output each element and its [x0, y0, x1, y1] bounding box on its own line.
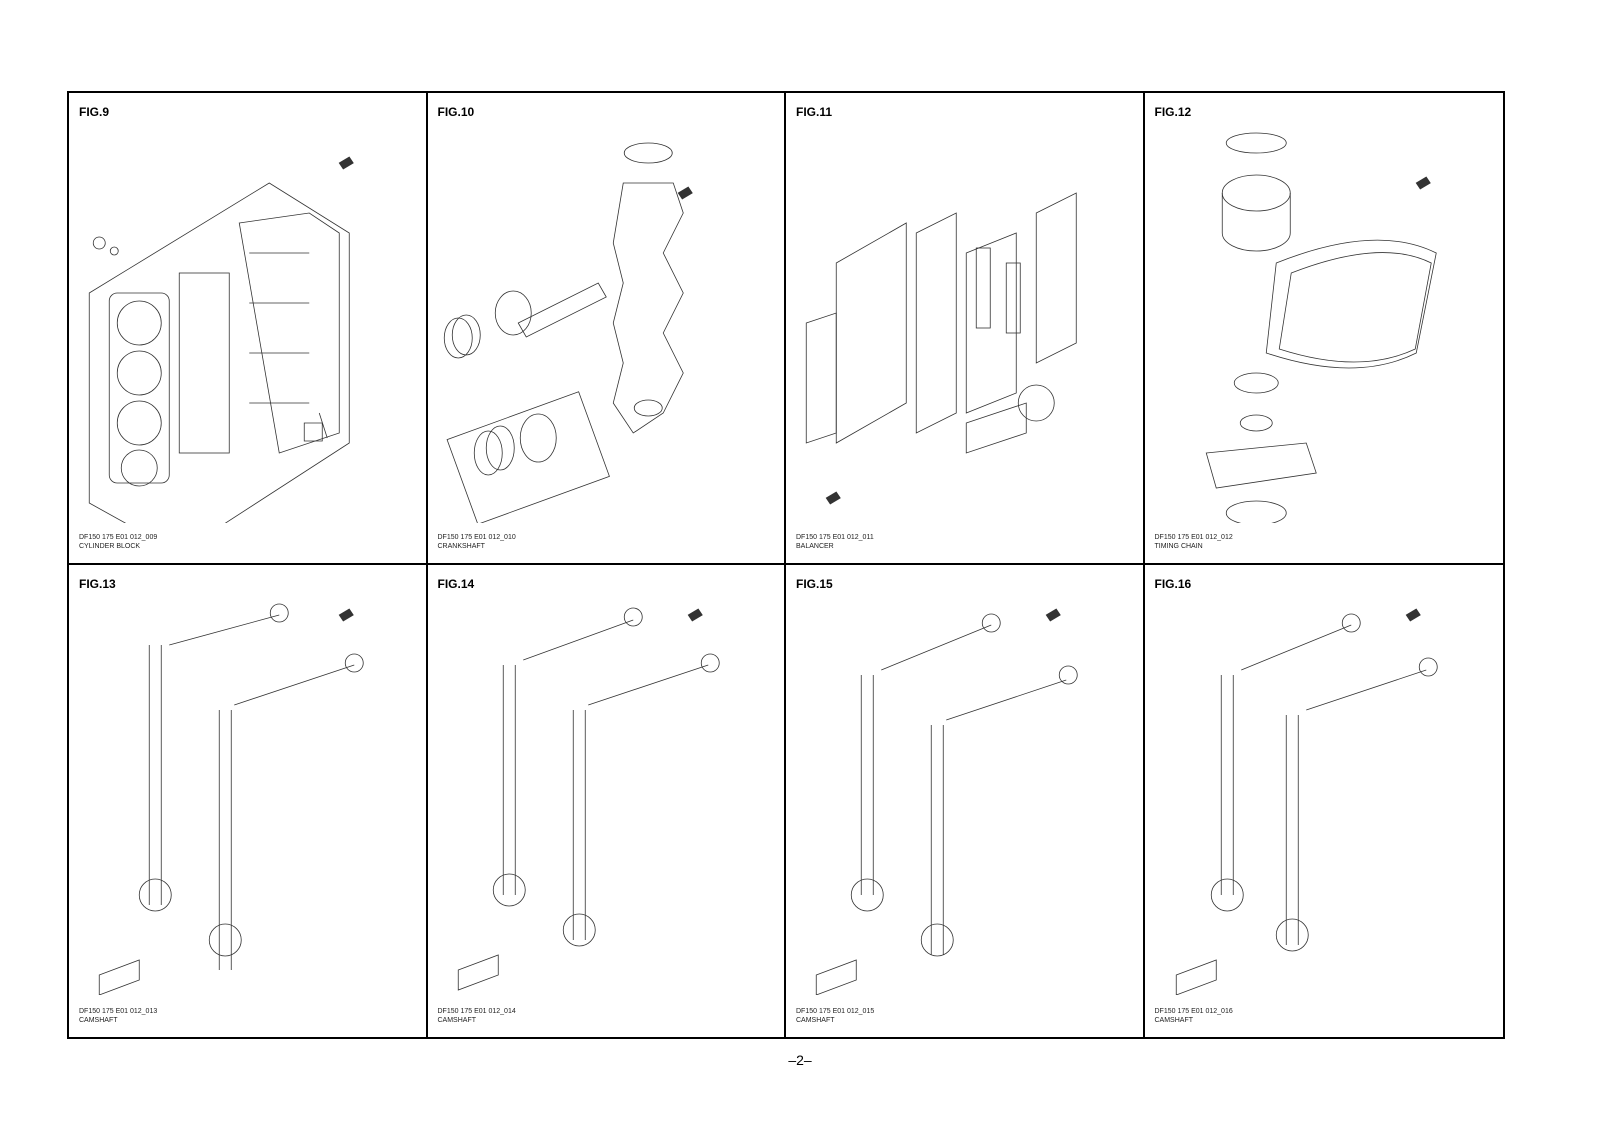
figure-panel-10: FIG.10 DF150 175 E01 012_010 CRANKSHAFT: [427, 93, 786, 565]
figure-title: CAMSHAFT: [1154, 1017, 1194, 1024]
figure-label: FIG.16: [1154, 577, 1192, 591]
figure-title: CAMSHAFT: [79, 1017, 118, 1024]
figure-panel-16: FIG.16 DF150 175 E01 012_016 CAMSHAFT: [1145, 565, 1504, 1037]
figure-panel-14: FIG.14 DF150 175 E01 012_014 CAMSHAFT: [428, 565, 786, 1037]
figure-label: FIG.12: [1154, 105, 1192, 119]
figure-code: DF150 175 E01 012_016: [1154, 1008, 1233, 1015]
figure-panel-13: FIG.13 DF150 175 E01 012_013 CAMSHAFT: [69, 565, 428, 1037]
figure-label: FIG.14: [437, 577, 475, 591]
figure-label: FIG.9: [79, 105, 110, 119]
figure-caption: DF150 175 E01 012_010 CRANKSHAFT: [438, 533, 516, 551]
figure-code: DF150 175 E01 012_011: [796, 534, 874, 541]
figure-title: CAMSHAFT: [437, 1017, 477, 1024]
figure-label: FIG.15: [796, 577, 833, 591]
cylinder-block-diagram: [69, 123, 426, 554]
figure-code: DF150 175 E01 012_013: [79, 1008, 158, 1015]
figure-code: DF150 175 E01 012_012: [1154, 534, 1233, 541]
camshaft-diagram: [1145, 595, 1504, 996]
figure-label: FIG.10: [437, 105, 475, 119]
figure-caption: DF150 175 E01 012_015 CAMSHAFT: [796, 1007, 874, 1025]
figure-caption: DF150 175 E01 012_013 CAMSHAFT: [79, 1007, 157, 1025]
camshaft-diagram: [786, 595, 1143, 996]
figure-title: CYLINDER BLOCK: [79, 543, 141, 550]
figure-caption: DF150 175 E01 012_011 BALANCER: [796, 533, 874, 551]
figure-code: DF150 175 E01 012_009: [79, 534, 158, 541]
figure-panel-11: FIG.11 DF150 175 E01 012_011 BALANCER: [786, 93, 1145, 565]
figure-panel-15: FIG.15 DF150 175 E01 012_015 CAMSHAFT: [786, 565, 1145, 1037]
balancer-diagram: [786, 123, 1143, 523]
camshaft-diagram: [69, 595, 426, 996]
figure-title: TIMING CHAIN: [1154, 543, 1203, 550]
timing-chain-diagram: [1145, 123, 1504, 526]
figure-code: DF150 175 E01 012_010: [437, 534, 516, 541]
crankshaft-diagram: [428, 123, 785, 525]
figure-caption: DF150 175 E01 012_012 TIMING CHAIN: [1155, 533, 1233, 551]
figure-title: CRANKSHAFT: [437, 543, 485, 550]
figure-caption: DF150 175 E01 012_009 CYLINDER BLOCK: [79, 533, 157, 551]
figure-caption: DF150 175 E01 012_016 CAMSHAFT: [1155, 1007, 1233, 1025]
figure-title: BALANCER: [796, 543, 834, 550]
figure-code: DF150 175 E01 012_014: [437, 1008, 516, 1015]
figure-grid: FIG.9 DF150 175 E01 012_009 CYLINDER BLO…: [67, 91, 1505, 1039]
camshaft-diagram: [428, 595, 785, 995]
figure-code: DF150 175 E01 012_015: [796, 1008, 875, 1015]
figure-panel-12: FIG.12 DF150 175 E01 012_012 TIMING CHAI…: [1144, 93, 1504, 565]
figure-panel-9: FIG.9 DF150 175 E01 012_009 CYLINDER BLO…: [69, 93, 428, 565]
figure-label: FIG.11: [796, 105, 833, 119]
page-number: –2–: [788, 1052, 812, 1068]
figure-caption: DF150 175 E01 012_014 CAMSHAFT: [438, 1007, 516, 1025]
figure-label: FIG.13: [79, 577, 116, 591]
figure-title: CAMSHAFT: [796, 1017, 835, 1024]
